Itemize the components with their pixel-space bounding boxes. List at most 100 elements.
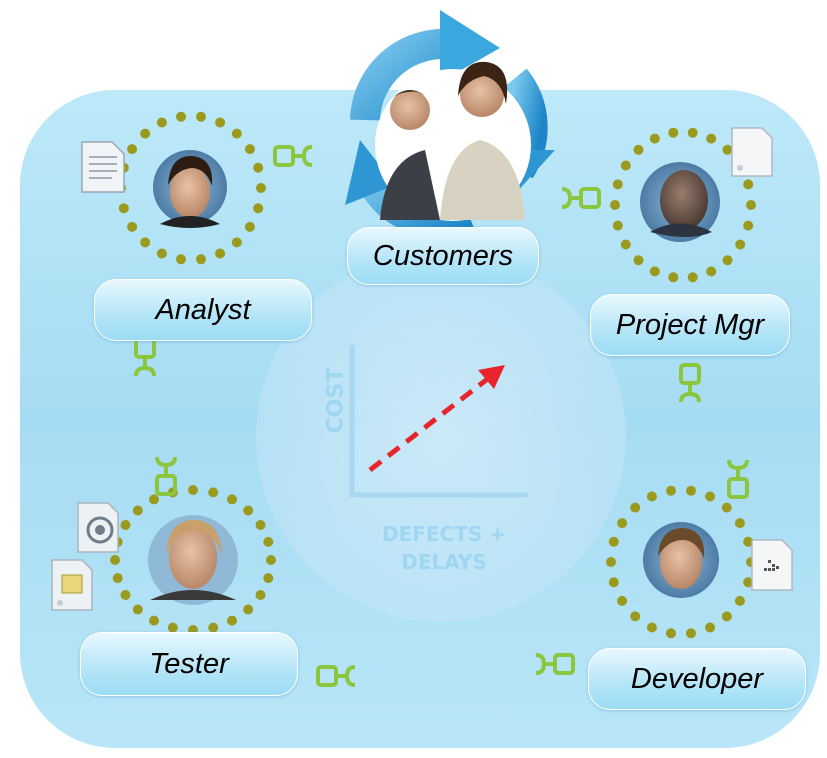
chain-analyst-customers xyxy=(273,145,313,167)
ring-dot xyxy=(617,518,628,529)
ring-dot xyxy=(149,615,159,626)
ring-dot xyxy=(705,622,716,633)
customers-label: Customers xyxy=(347,227,539,285)
ring-dot xyxy=(743,220,754,231)
ring-dot xyxy=(176,254,186,265)
ring-dot xyxy=(746,200,756,210)
customers-photo xyxy=(375,61,531,221)
developer-label: Developer xyxy=(588,648,806,710)
ring-dot xyxy=(743,577,754,588)
text-document-icon xyxy=(81,141,125,193)
ring-dot xyxy=(606,557,616,567)
ring-dot xyxy=(722,144,733,155)
project-mgr-label: Project Mgr xyxy=(590,294,790,356)
ring-dot xyxy=(256,183,266,193)
ring-dot xyxy=(608,577,619,588)
tester-label: Tester xyxy=(80,632,298,696)
tester-portrait xyxy=(148,515,238,605)
ring-dot xyxy=(722,255,733,266)
analyst-portrait xyxy=(153,150,227,228)
ring-dot xyxy=(120,590,131,600)
ring-dot xyxy=(620,160,631,171)
ring-dot xyxy=(156,117,167,128)
ring-dot xyxy=(215,248,226,259)
browser-file-icon xyxy=(77,502,119,553)
ring-dot xyxy=(112,573,123,584)
defects-axis-label-line1: DEFECTS + xyxy=(381,522,507,546)
analyst-ring xyxy=(116,111,266,265)
ring-dot xyxy=(630,502,641,513)
center-circle xyxy=(256,252,626,622)
ring-dot xyxy=(734,518,745,529)
trend-arrow-line xyxy=(368,375,492,472)
project-mgr-portrait xyxy=(640,162,720,242)
ring-dot xyxy=(253,162,264,173)
ring-dot xyxy=(687,127,698,138)
ring-dot xyxy=(118,203,129,214)
ring-dot xyxy=(120,520,131,530)
ring-dot xyxy=(231,237,242,248)
ring-dot xyxy=(610,200,620,210)
ring-dot xyxy=(706,266,717,277)
cost-axis-label: COST xyxy=(323,367,349,434)
ring-dot xyxy=(255,520,266,530)
ring-dot xyxy=(617,595,628,606)
ring-dot xyxy=(253,203,264,214)
ring-dot xyxy=(127,221,138,232)
ring-dot xyxy=(646,491,657,502)
ring-dot xyxy=(633,255,644,266)
ring-dot xyxy=(735,239,746,250)
ring-dot xyxy=(196,111,206,122)
ring-dot xyxy=(243,505,254,516)
ring-dot xyxy=(612,179,623,190)
ring-dot xyxy=(227,494,237,505)
chain-developer-bottom xyxy=(535,653,575,675)
document-icon xyxy=(731,127,773,177)
ring-dot xyxy=(110,555,120,565)
chain-developer-top xyxy=(727,459,749,499)
ring-dot xyxy=(231,128,242,139)
ring-dot xyxy=(620,239,631,250)
ring-dot xyxy=(266,555,276,565)
ring-dot xyxy=(649,266,660,277)
ring-dot xyxy=(734,595,745,606)
ring-dot xyxy=(263,536,274,547)
chain-customers-pm xyxy=(561,187,601,209)
ring-dot xyxy=(156,248,167,259)
ring-dot xyxy=(721,611,732,622)
ring-dot xyxy=(705,491,716,502)
ring-dot xyxy=(132,505,143,516)
ring-dot xyxy=(132,604,143,615)
ring-dot xyxy=(743,536,754,547)
ring-dot xyxy=(612,220,623,231)
ring-dot xyxy=(666,628,676,639)
code-file-icon xyxy=(751,539,793,591)
developer-portrait xyxy=(643,522,719,598)
ring-dot xyxy=(244,144,255,155)
ring-dot xyxy=(196,254,206,265)
ring-dot xyxy=(227,615,237,626)
ring-dot xyxy=(666,485,676,496)
defects-axis-label-line2: DELAYS xyxy=(401,550,487,574)
ring-dot xyxy=(633,144,644,155)
ring-dot xyxy=(244,221,255,232)
ring-dot xyxy=(140,237,151,248)
chain-tester-bottom xyxy=(316,665,356,687)
ring-dot xyxy=(646,622,657,633)
ring-dot xyxy=(140,128,151,139)
trend-arrow-head xyxy=(478,365,505,389)
ring-dot xyxy=(668,272,679,283)
ring-dot xyxy=(686,628,696,639)
chip-file-icon xyxy=(51,559,93,611)
ring-dot xyxy=(668,127,679,138)
ring-dot xyxy=(687,272,698,283)
ring-dot xyxy=(188,485,198,495)
analyst-label: Analyst xyxy=(94,279,312,341)
ring-dot xyxy=(649,133,660,144)
ring-dot xyxy=(706,133,717,144)
ring-dot xyxy=(255,590,266,600)
ring-dot xyxy=(721,502,732,513)
ring-dot xyxy=(263,573,274,584)
ring-dot xyxy=(167,622,178,633)
